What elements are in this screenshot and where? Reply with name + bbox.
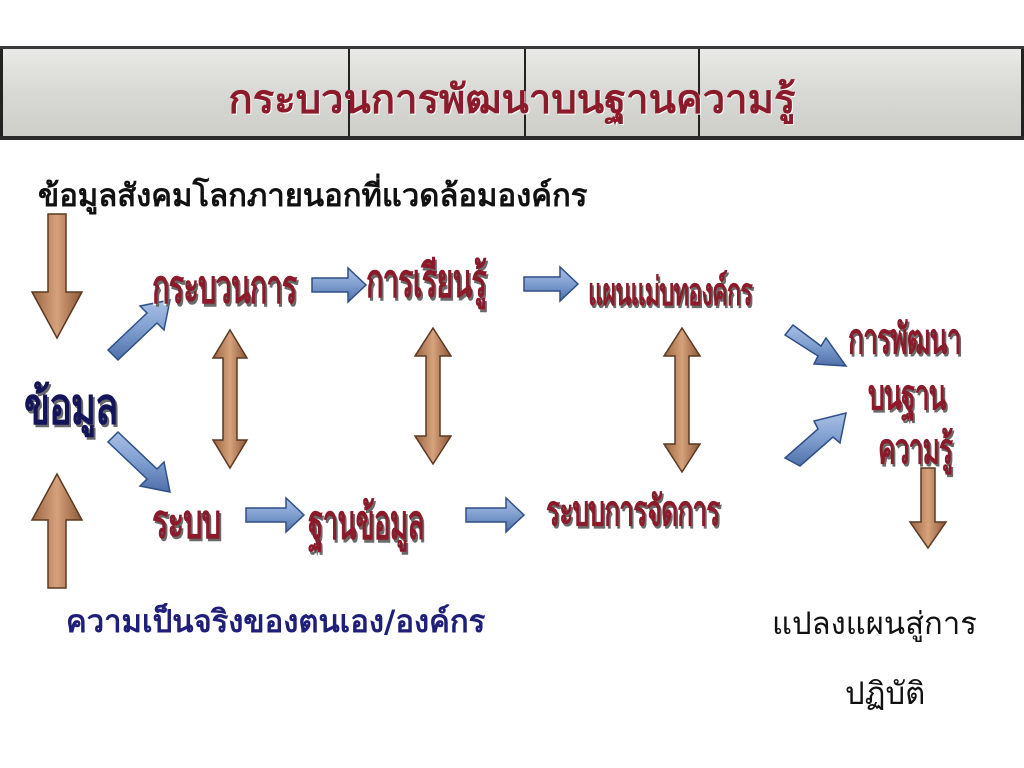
output-caption-line1: แปลงแผนสู่การ (772, 606, 977, 642)
arrow-learning-to-plan (523, 265, 580, 303)
arrow-plan-to-development (783, 323, 848, 367)
arrow-data-to-process (106, 299, 171, 362)
page-title: กระบวนการพัฒนาบนฐานความรู้ (228, 76, 796, 123)
node-development-line2: บนฐาน (868, 369, 946, 420)
banner-divider (1021, 49, 1024, 136)
title-banner: กระบวนการพัฒนาบนฐานความรู้ (0, 46, 1024, 140)
arrow-system-to-database (245, 496, 306, 534)
double-arrow-process-system (211, 328, 249, 470)
arrow-process-to-learning (311, 266, 368, 304)
node-process: กระบวนการ (152, 260, 297, 315)
arrow-database-to-management (465, 496, 526, 534)
internal-reality-caption: ความเป็นจริงของตนเอง/องค์กร (66, 604, 486, 640)
node-database: ฐานข้อมูล (308, 495, 424, 552)
node-development-line1: การพัฒนา (848, 313, 961, 364)
up-arrow-internal (30, 472, 84, 589)
arrow-data-to-system (106, 430, 171, 493)
down-arrow-external (30, 213, 84, 340)
output-caption-line2: ปฏิบัติ (845, 676, 926, 712)
banner-divider (524, 49, 526, 136)
node-learning: การเรียนรู้ (366, 254, 487, 309)
down-arrow-output (908, 467, 948, 550)
arrow-management-to-development (783, 411, 847, 467)
banner-divider (348, 49, 350, 136)
node-system: ระบบ (152, 495, 221, 549)
external-data-caption: ข้อมูลสังคมโลกภายนอกที่แวดล้อมองค์กร (38, 178, 588, 214)
banner-divider (698, 49, 700, 136)
double-arrow-learning-database (413, 326, 453, 466)
node-data: ข้อมูล (24, 378, 118, 437)
node-management: ระบบการจัดการ (546, 485, 720, 536)
node-masterplan: แผนแม่บทองค์กร (588, 269, 753, 316)
double-arrow-plan-management (662, 326, 702, 474)
banner-divider (0, 49, 3, 136)
node-development-line3: ความรู้ (878, 423, 953, 474)
